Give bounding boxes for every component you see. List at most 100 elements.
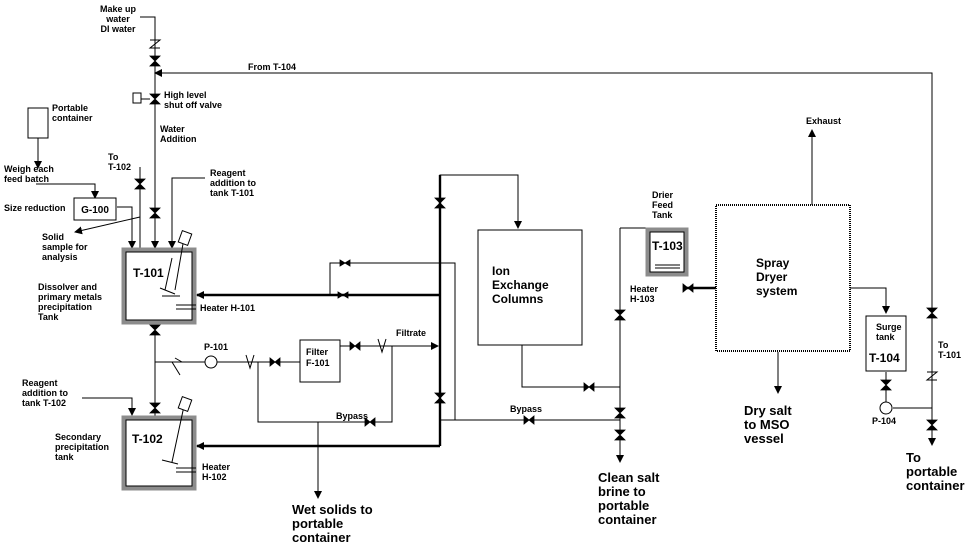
- t101-tank: [125, 251, 193, 321]
- bypass-label-2: Bypass: [510, 404, 542, 414]
- portable-label-2: container: [52, 113, 93, 123]
- level-switch-icon: [132, 92, 142, 104]
- valve[interactable]: [269, 357, 281, 367]
- reagent-t102-1: Reagent: [22, 378, 58, 388]
- valve[interactable]: [434, 197, 446, 209]
- solid-sample-3: analysis: [42, 252, 78, 262]
- ion-exchange-1: Ion: [492, 264, 510, 278]
- heater-coil-icon: [176, 304, 196, 310]
- bypass-label-1: Bypass: [336, 411, 368, 421]
- valve[interactable]: [149, 324, 161, 336]
- heater-h101-label: Heater H-101: [200, 303, 255, 313]
- high-level-label-2: shut off valve: [164, 100, 222, 110]
- heater-h102-2: H-102: [202, 472, 227, 482]
- dry-salt-2: to MSO: [744, 417, 790, 432]
- valve[interactable]: [614, 407, 626, 419]
- spray-dryer-2: Dryer: [756, 270, 788, 284]
- motor-icon: [177, 230, 193, 246]
- valve[interactable]: [614, 429, 626, 441]
- valve[interactable]: [339, 259, 351, 267]
- valve[interactable]: [337, 291, 349, 299]
- solid-sample-1: Solid: [42, 232, 64, 242]
- p104-label: P-104: [872, 416, 896, 426]
- valve[interactable]: [880, 379, 892, 391]
- secondary-1: Secondary: [55, 432, 101, 442]
- spray-dryer-3: system: [756, 284, 797, 298]
- valve[interactable]: [583, 382, 595, 392]
- drier-feed-1: Drier: [652, 190, 674, 200]
- surge-tank-box: [865, 315, 907, 372]
- clean-salt-4: container: [598, 512, 657, 527]
- heater-h103-2: H-103: [630, 294, 655, 304]
- valve[interactable]: [926, 307, 938, 319]
- dissolve-2: primary metals: [38, 292, 102, 302]
- valve[interactable]: [149, 55, 161, 67]
- valve[interactable]: [434, 392, 446, 404]
- clean-salt-3: portable: [598, 498, 649, 513]
- to-t102-label-2: T-102: [108, 162, 131, 172]
- filter-f101-box: [299, 339, 341, 383]
- portable-label-1: Portable: [52, 103, 88, 113]
- high-level-label-1: High level: [164, 90, 207, 100]
- reagent-t101-1: Reagent: [210, 168, 246, 178]
- valve[interactable]: [149, 207, 161, 219]
- drier-feed-2: Feed: [652, 200, 673, 210]
- agitator-icon: [161, 405, 185, 465]
- t101-wall: [121, 247, 197, 325]
- makeup-label-1: Make up: [100, 4, 137, 14]
- makeup-label-3: DI water: [100, 24, 136, 34]
- thick-piping: [196, 175, 716, 450]
- valves: [134, 55, 938, 441]
- p101-label: P-101: [204, 342, 228, 352]
- to-portable-3: container: [906, 478, 965, 493]
- valve[interactable]: [682, 283, 694, 293]
- from-t104-label: From T-104: [248, 62, 296, 72]
- heater-coil-icon: [655, 264, 680, 269]
- water-addition-2: Addition: [160, 134, 197, 144]
- secondary-3: tank: [55, 452, 75, 462]
- pump-p101-icon: [204, 355, 218, 369]
- valve[interactable]: [149, 93, 161, 105]
- solid-sample-2: sample for: [42, 242, 88, 252]
- size-reduction-label: Size reduction: [4, 203, 66, 213]
- g100-label: G-100: [81, 205, 109, 216]
- t101-label: T-101: [133, 266, 164, 280]
- ion-exchange-2: Exchange: [492, 278, 549, 292]
- t102-label: T-102: [132, 432, 163, 446]
- valve[interactable]: [614, 309, 626, 321]
- reagent-t101-2: addition to: [210, 178, 256, 188]
- t102-wall: [121, 415, 197, 491]
- to-portable-2: portable: [906, 464, 957, 479]
- valve[interactable]: [149, 402, 161, 414]
- exhaust-label: Exhaust: [806, 116, 841, 126]
- portable-container-icon: [27, 107, 49, 139]
- to-t102-label-1: To: [108, 152, 119, 162]
- to-t101-1: To: [938, 340, 949, 350]
- heater-h102-1: Heater: [202, 462, 231, 472]
- dissolve-1: Dissolver and: [38, 282, 97, 292]
- ion-exchange-box: [477, 229, 583, 346]
- valve[interactable]: [926, 419, 938, 431]
- clean-salt-2: brine to: [598, 484, 646, 499]
- ion-exchange-3: Columns: [492, 292, 544, 306]
- dissolve-4: Tank: [38, 312, 59, 322]
- valve[interactable]: [349, 341, 361, 351]
- valve[interactable]: [364, 417, 376, 427]
- wet-solids-2: portable: [292, 516, 343, 531]
- valve[interactable]: [134, 178, 146, 190]
- surge-2: tank: [876, 332, 896, 342]
- g100-box: [73, 197, 117, 221]
- agitator-icon: [159, 237, 185, 297]
- filter-label-1: Filter: [306, 347, 329, 357]
- dissolve-3: precipitation: [38, 302, 92, 312]
- weigh-label-1: Weigh each: [4, 164, 54, 174]
- reagent-t101-3: tank T-101: [210, 188, 254, 198]
- spray-dryer-box: [715, 204, 851, 352]
- secondary-2: precipitation: [55, 442, 109, 452]
- valve[interactable]: [523, 415, 535, 425]
- wet-solids-1: Wet solids to: [292, 502, 373, 517]
- check-valves: [132, 39, 939, 381]
- t104-label: T-104: [869, 351, 900, 365]
- labels: Make up water DI water From T-104 High l…: [4, 4, 965, 545]
